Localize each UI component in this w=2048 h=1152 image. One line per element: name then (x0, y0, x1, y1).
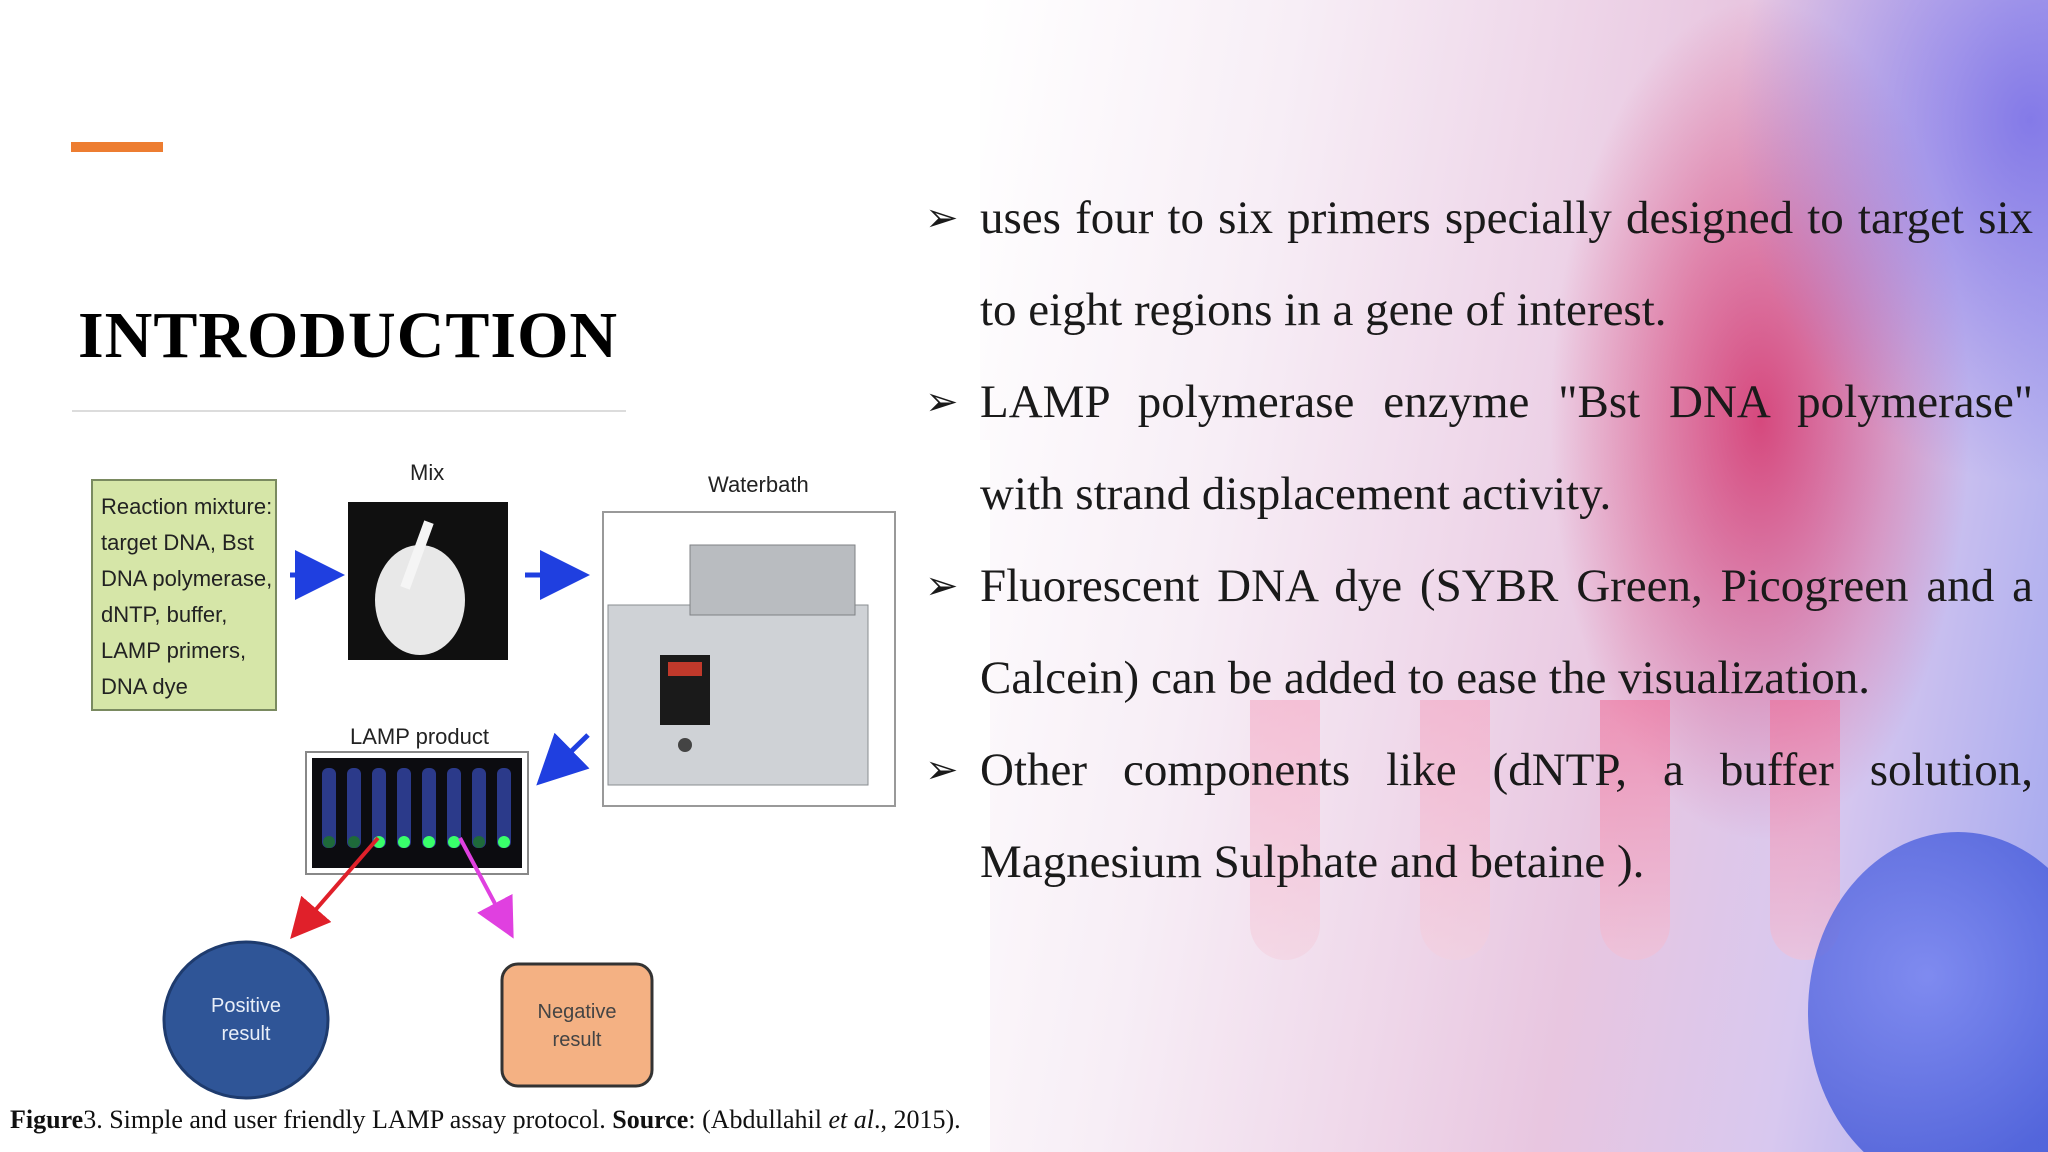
bullet-item: ➢ Fluorescent DNA dye (SYBR Green, Picogr… (925, 540, 2033, 724)
bullet-item: ➢ Other components like (dNTP, a buffer s… (925, 724, 2033, 908)
caption-source-label: Source (612, 1105, 689, 1134)
lamp-tube (372, 768, 386, 848)
arrow-to-product (536, 732, 590, 786)
arrow-to-negative (458, 837, 514, 939)
caption-figure-label: Figure (10, 1105, 84, 1134)
reaction-line: DNA dye (101, 674, 188, 699)
lamp-tube-glow (473, 836, 485, 848)
lamp-tube-glow (323, 836, 335, 848)
lamp-tube-glow (423, 836, 435, 848)
bullet-arrow-icon: ➢ (925, 379, 959, 424)
bullet-item: ➢ LAMP polymerase enzyme "Bst DNA polymer… (925, 356, 2033, 540)
lamp-diagram: Reaction mixture: target DNA, Bst DNA po… (91, 460, 896, 1100)
test-tube-image (1600, 700, 1670, 960)
waterbath-body (607, 604, 869, 786)
lamp-tube-glow (498, 836, 510, 848)
reaction-mixture-box (91, 479, 277, 711)
lamp-tube (347, 768, 361, 848)
waterbath-label: Waterbath (708, 472, 809, 497)
negative-result-box (500, 962, 654, 1088)
negative-result-label: Negative (538, 1001, 617, 1023)
lamp-tube-glow (348, 836, 360, 848)
bullet-text: uses four to six primers specially desig… (980, 192, 2033, 336)
reaction-mixture-text: Reaction mixture: target DNA, Bst DNA po… (101, 494, 272, 699)
reaction-line: LAMP primers, (101, 638, 246, 663)
positive-result-label: result (222, 1023, 271, 1045)
lamp-tube (397, 768, 411, 848)
bullet-item: ➢ uses four to six primers specially desi… (925, 172, 2033, 356)
bullet-text: Other components like (dNTP, a buffer so… (980, 744, 2033, 888)
waterbath-lid (689, 544, 856, 616)
caption-text: . Simple and user friendly LAMP assay pr… (96, 1105, 613, 1134)
positive-result-label: Positive (211, 995, 281, 1017)
reaction-line: Reaction mixture: (101, 494, 272, 519)
test-tube-image (1250, 700, 1320, 960)
caption-figure-number: 3 (83, 1105, 97, 1134)
lamp-tube (322, 768, 336, 848)
caption-source-post: ., 2015). (873, 1105, 961, 1134)
lamp-tube-glow (448, 836, 460, 848)
lamp-tube (472, 768, 486, 848)
bullet-text: LAMP polymerase enzyme "Bst DNA polymera… (980, 376, 2033, 520)
pipette-icon (400, 520, 434, 590)
lamp-tube (422, 768, 436, 848)
slide-title: INTRODUCTION (78, 299, 619, 372)
title-divider (72, 410, 626, 412)
reaction-line: target DNA, Bst (101, 530, 254, 555)
background-photo (980, 0, 2048, 1152)
negative-result-label: result (553, 1029, 602, 1051)
waterbath-readout (668, 662, 702, 676)
bullet-arrow-icon: ➢ (925, 563, 959, 608)
lamp-figure: Reaction mixture: target DNA, Bst DNA po… (0, 440, 990, 1152)
lamp-tube (447, 768, 461, 848)
figure-caption: Figure3. Simple and user friendly LAMP a… (10, 1105, 961, 1135)
arrow-to-positive (290, 836, 380, 940)
mix-label: Mix (410, 460, 444, 485)
bullet-text: Fluorescent DNA dye (SYBR Green, Picogre… (980, 560, 2033, 704)
positive-result-circle (162, 940, 330, 1100)
caption-source-pre: : (Abdullahil (688, 1105, 829, 1134)
waterbath-knob (678, 738, 692, 752)
bullet-arrow-icon: ➢ (925, 747, 959, 792)
reaction-line: DNA polymerase, (101, 566, 272, 591)
accent-bar (71, 142, 163, 152)
bullet-list: ➢ uses four to six primers specially desi… (925, 172, 2033, 908)
lamp-tube (497, 768, 511, 848)
test-tube-image (1770, 700, 1840, 960)
lamp-tube-glow (398, 836, 410, 848)
lamp-tubes (322, 768, 511, 848)
caption-source-em: et al (828, 1105, 874, 1134)
lamp-product-photo (312, 758, 522, 868)
lamp-product-label: LAMP product (350, 724, 489, 749)
test-tube-image (1420, 700, 1490, 960)
reaction-line: dNTP, buffer, (101, 602, 227, 627)
glove-hand-icon (375, 545, 465, 655)
bullet-arrow-icon: ➢ (925, 195, 959, 240)
